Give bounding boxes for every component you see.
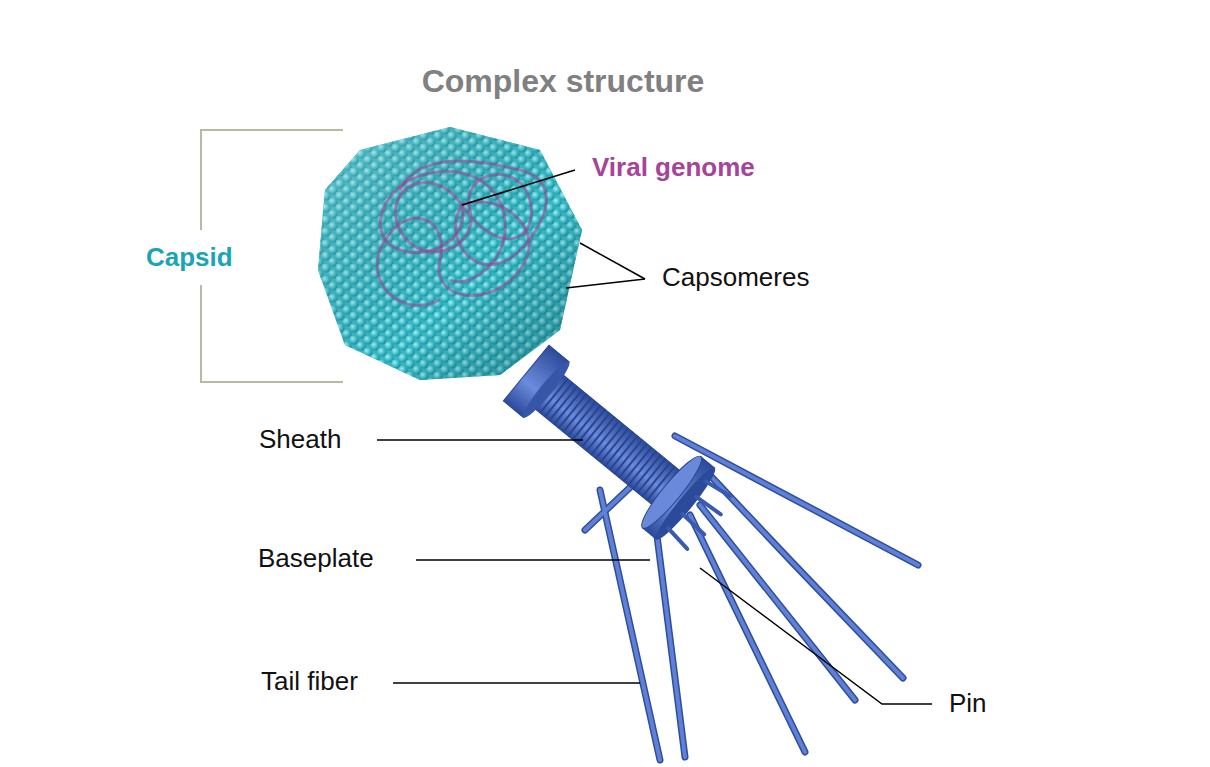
- leader-lines: [377, 170, 932, 704]
- viral-genome-strands: [377, 161, 546, 305]
- phage-tail: [497, 338, 741, 561]
- part-label: Baseplate: [258, 543, 374, 573]
- part-label: Pin: [949, 688, 987, 718]
- capsid-head: [318, 127, 582, 380]
- part-label: Tail fiber: [261, 666, 358, 696]
- part-label: Capsomeres: [662, 262, 809, 292]
- figure-title: Complex structure: [0, 62, 1126, 100]
- capsid-label: Capsid: [146, 242, 233, 272]
- part-label: Sheath: [259, 424, 341, 454]
- genome-label: Viral genome: [592, 152, 755, 182]
